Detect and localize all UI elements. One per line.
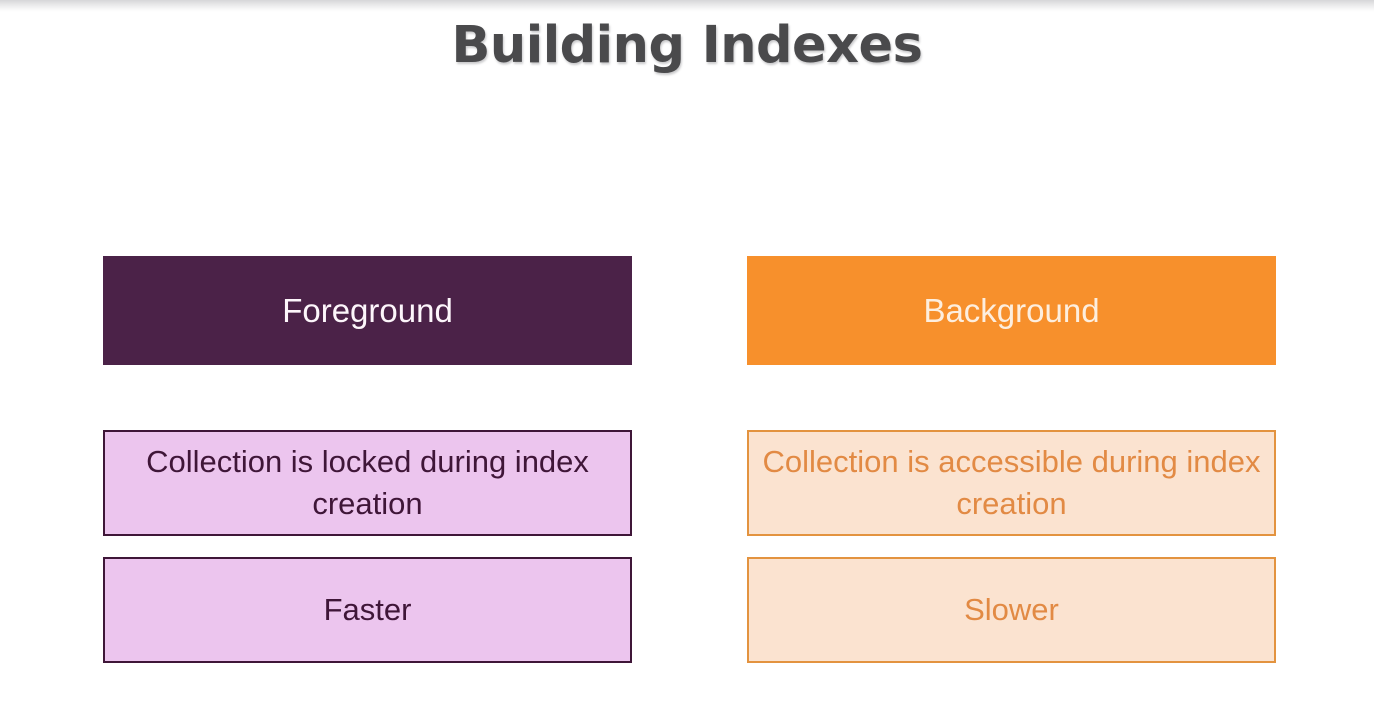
cell-foreground-speed: Faster [323, 592, 412, 628]
column-header-foreground-label: Foreground [282, 291, 453, 329]
comparison-column-background: Background Collection is accessible duri… [747, 256, 1276, 664]
table-row: Slower [747, 557, 1276, 663]
comparison-column-foreground: Foreground Collection is locked during i… [103, 256, 632, 664]
cell-background-locking: Collection is accessible during index cr… [762, 444, 1261, 521]
slide-top-edge-shading [0, 0, 1374, 12]
column-header-background: Background [747, 256, 1276, 365]
cell-foreground-locking: Collection is locked during index creati… [146, 444, 589, 521]
page-title: Building Indexes [451, 16, 923, 75]
column-header-background-label: Background [923, 291, 1100, 329]
table-row: Collection is locked during index creati… [103, 430, 632, 536]
comparison-table: Foreground Collection is locked during i… [103, 256, 1276, 664]
column-header-foreground: Foreground [103, 256, 632, 365]
table-row: Collection is accessible during index cr… [747, 430, 1276, 536]
table-row: Faster [103, 557, 632, 663]
cell-background-speed: Slower [964, 592, 1059, 628]
